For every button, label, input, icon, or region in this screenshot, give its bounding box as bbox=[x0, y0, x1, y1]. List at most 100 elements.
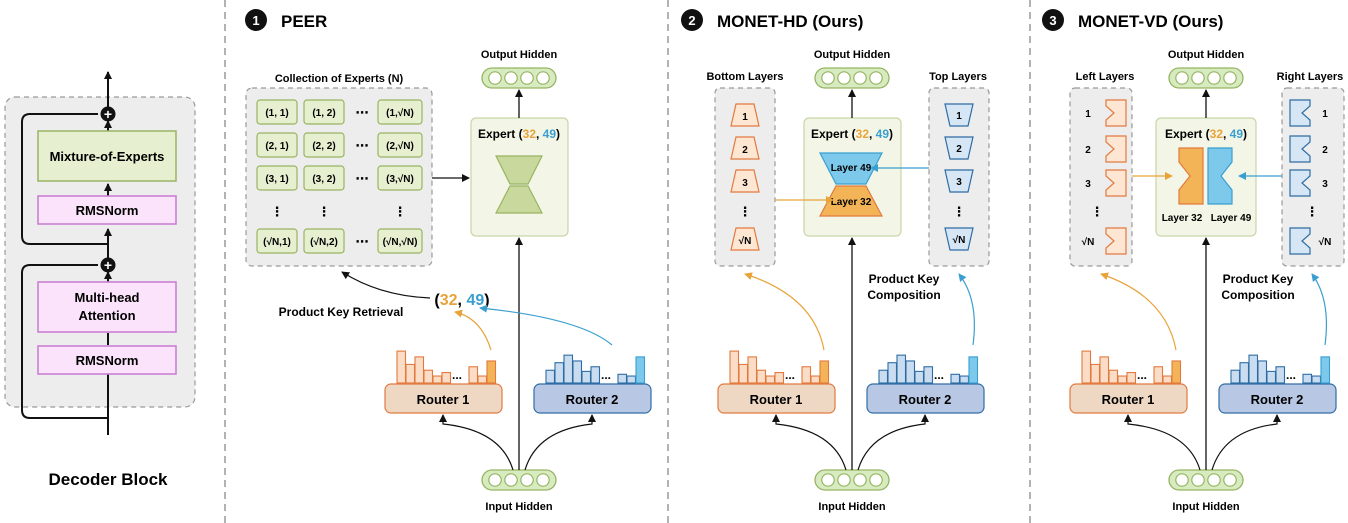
router-2-dist-bar bbox=[617, 373, 628, 384]
index-tuple: (32, 49) bbox=[434, 292, 489, 309]
top-layer-label: 1 bbox=[956, 111, 962, 122]
router-2-dist-bar bbox=[914, 370, 925, 384]
plus-icon-lower: + bbox=[104, 257, 112, 273]
tuple-b: 49 bbox=[466, 292, 484, 309]
expert-cell-label: (2, 1) bbox=[265, 141, 288, 152]
router-2-box bbox=[866, 383, 985, 414]
expert-cell bbox=[256, 165, 298, 191]
router-2-box bbox=[1218, 383, 1337, 414]
router-1-dist-bar bbox=[756, 369, 767, 384]
top-layers-label: Top Layers bbox=[929, 71, 987, 83]
right-layer-shape bbox=[1289, 135, 1311, 163]
router-2-dist-bar bbox=[896, 354, 907, 384]
input-hidden-vector-node bbox=[1191, 473, 1205, 487]
router-2-selection-arrow bbox=[958, 273, 975, 346]
moe-label: Mixture-of-Experts bbox=[50, 149, 165, 164]
expert-cell-label: (2,√N) bbox=[386, 141, 414, 152]
router-1-dist-bar bbox=[1108, 369, 1119, 384]
section-number-3: 3 bbox=[1049, 13, 1056, 28]
section-number-2: 2 bbox=[688, 13, 695, 28]
router-1-dist-bar bbox=[774, 372, 785, 384]
plus-icon-upper: + bbox=[104, 106, 112, 122]
expert-grid-ellipsis: ⋮ bbox=[271, 204, 284, 219]
router-2-dist-bar bbox=[1248, 354, 1259, 384]
expert-cell-label: (√N,√N) bbox=[383, 237, 418, 248]
router-2-dist-bar bbox=[563, 354, 574, 384]
expert-hourglass-bottom bbox=[495, 185, 543, 214]
top-layers-list: 123⋮√N bbox=[944, 103, 974, 251]
router-1-dist-bar bbox=[414, 356, 425, 384]
section-number-1: 1 bbox=[252, 13, 259, 28]
output-hidden-vector-node bbox=[1207, 71, 1221, 85]
left-layer-shape bbox=[1105, 227, 1127, 255]
left-layer-label: 2 bbox=[1085, 145, 1091, 156]
right-layer-shape bbox=[1289, 227, 1311, 255]
expert-grid-ellipsis: ⋯ bbox=[356, 105, 369, 120]
router-2-selection-arrow bbox=[479, 304, 613, 346]
hd-composition-2: Composition bbox=[867, 288, 940, 302]
router-1-dist-bar bbox=[1117, 375, 1128, 384]
router-2-dist-bar bbox=[1266, 370, 1277, 384]
left-layers-panel bbox=[1069, 87, 1133, 267]
expert-cell bbox=[303, 132, 345, 158]
retrieval-arrow bbox=[341, 271, 431, 299]
input-hidden-vector-node bbox=[1207, 473, 1221, 487]
right-layers-label: Right Layers bbox=[1277, 71, 1344, 83]
router-1-dist-bar bbox=[1090, 363, 1101, 384]
decoder-title: Decoder Block bbox=[48, 470, 168, 489]
router-2-dist-bar bbox=[959, 375, 970, 384]
router-1-box bbox=[717, 383, 836, 414]
right-layer-label: 1 bbox=[1322, 109, 1328, 120]
router-2-label: Router 2 bbox=[899, 392, 952, 407]
output-hidden-vector-node bbox=[504, 71, 518, 85]
expert-cell bbox=[303, 228, 345, 254]
rmsnorm-box-2 bbox=[37, 345, 177, 375]
bottom-layer-label: 2 bbox=[742, 145, 748, 156]
input-hidden-vector-node bbox=[1223, 473, 1237, 487]
output-hidden-vector-node bbox=[869, 71, 883, 85]
expert-grid: (1, 1)(1, 2)⋯(1,√N)(2, 1)(2, 2)⋯(2,√N)(3… bbox=[256, 99, 423, 254]
input-hidden-vector-node bbox=[536, 473, 550, 487]
router-2-dist-bar bbox=[626, 375, 637, 384]
output-hidden-vector-node bbox=[821, 71, 835, 85]
router-1-dist-bar bbox=[810, 375, 821, 384]
left-layer-label: √N bbox=[1082, 237, 1095, 248]
input-to-router-1-arrow bbox=[1124, 414, 1201, 471]
left-layer-shape bbox=[1105, 169, 1127, 197]
right-layer-label: √N bbox=[1319, 237, 1332, 248]
hd-layer-bottom-label: Layer 32 bbox=[831, 197, 872, 208]
router-2-label: Router 2 bbox=[566, 392, 619, 407]
right-layer-shape bbox=[1289, 99, 1311, 127]
bottom-layers-label: Bottom Layers bbox=[706, 71, 783, 83]
expert-cell bbox=[256, 132, 298, 158]
expert-hourglass-top bbox=[495, 155, 543, 185]
expert-cell-label: (√N,2) bbox=[310, 237, 338, 248]
vd-composition-1: Product Key bbox=[1223, 272, 1294, 286]
right-layer-label: 3 bbox=[1322, 179, 1328, 190]
top-layer-trapezoid bbox=[944, 103, 974, 127]
vd-section: 3 MONET-VD (Ours) Left Layers 123⋮√N Rig… bbox=[1042, 9, 1345, 302]
router-1-dist-bar bbox=[1081, 350, 1092, 384]
expert-grid-ellipsis: ⋯ bbox=[356, 234, 369, 249]
right-layers-panel bbox=[1281, 87, 1345, 267]
layer-ellipsis: ⋮ bbox=[739, 204, 752, 219]
router-1-label: Router 1 bbox=[1102, 392, 1155, 407]
input-hidden-vector-node bbox=[488, 473, 502, 487]
expert-cell bbox=[256, 99, 298, 125]
left-layer-label: 1 bbox=[1085, 109, 1091, 120]
section-number-badge-2 bbox=[681, 9, 703, 31]
output-hidden-vector-node bbox=[837, 71, 851, 85]
router-2-dist-bar bbox=[968, 356, 979, 384]
output-hidden-vector bbox=[481, 67, 557, 89]
input-hidden-label: Input Hidden bbox=[1172, 501, 1239, 513]
add-circle-upper bbox=[100, 106, 116, 122]
router-2-label: Router 2 bbox=[1251, 392, 1304, 407]
decoder-block: RMSNorm Multi-head Attention + RMSNorm M… bbox=[4, 71, 196, 489]
expert-cell-label: (√N,1) bbox=[263, 237, 291, 248]
router-1-dist-ellipsis: ... bbox=[452, 368, 462, 382]
router-2-dist-bar bbox=[554, 362, 565, 384]
hd-title: MONET-HD (Ours) bbox=[717, 12, 863, 31]
section-number-badge-3 bbox=[1042, 9, 1064, 31]
router-1-dist-ellipsis: ... bbox=[1137, 368, 1147, 382]
